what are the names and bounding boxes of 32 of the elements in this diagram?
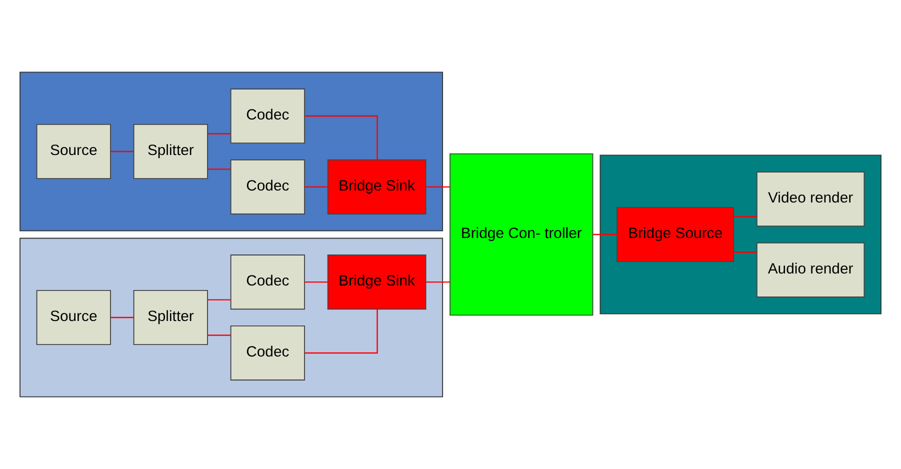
connector — [304, 309, 378, 354]
node-box: Bridge Con- troller — [450, 153, 594, 316]
connector — [110, 316, 134, 318]
node-box: Video render — [756, 172, 865, 227]
cluster — [20, 238, 444, 398]
connector — [304, 115, 378, 160]
connector — [304, 186, 328, 188]
node-box: Bridge Source — [616, 206, 734, 262]
connector — [592, 234, 617, 236]
node-box: Codec — [230, 159, 305, 214]
connector — [208, 334, 231, 336]
node-box: Codec — [230, 325, 305, 380]
node-box: Codec — [230, 88, 305, 144]
connector — [734, 216, 757, 218]
node-box: Audio render — [756, 242, 865, 298]
node-box: Codec — [230, 254, 305, 310]
connector — [110, 150, 134, 152]
connector — [208, 133, 231, 134]
node-box: Source — [36, 124, 111, 179]
connector — [426, 186, 450, 188]
node-box: Splitter — [133, 124, 208, 179]
connector — [426, 281, 450, 283]
connector — [208, 168, 231, 170]
connector — [208, 299, 231, 300]
cluster — [20, 72, 444, 232]
connector — [734, 252, 757, 253]
node-box: Bridge Sink — [327, 254, 426, 310]
cluster — [600, 154, 882, 314]
node-box: Splitter — [133, 290, 208, 346]
connector — [304, 281, 328, 283]
node-box: Bridge Sink — [327, 159, 426, 214]
node-box: Source — [36, 290, 111, 346]
